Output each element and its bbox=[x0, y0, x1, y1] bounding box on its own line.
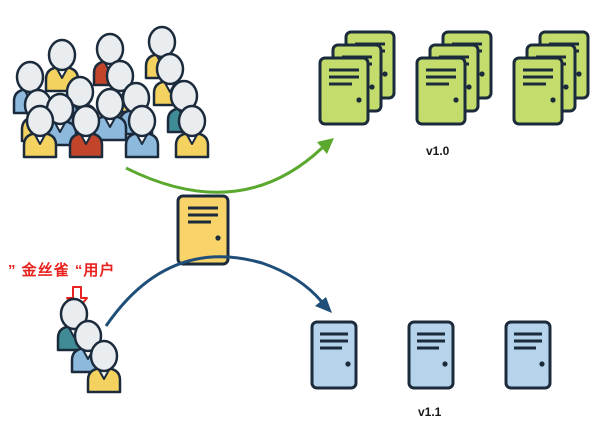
server-group-v1-1 bbox=[310, 320, 552, 390]
users-group-icon bbox=[56, 297, 122, 394]
server-icon bbox=[504, 320, 552, 390]
server-icon bbox=[310, 320, 358, 390]
server-icon bbox=[512, 30, 590, 126]
load-balancer-icon bbox=[176, 194, 230, 266]
version-label-v1-0: v1.0 bbox=[426, 144, 450, 158]
arrow-to-v1-0 bbox=[125, 138, 334, 194]
canary-users-label: ” 金丝雀 “用户 bbox=[8, 262, 116, 279]
arrow-to-v1-1 bbox=[104, 255, 332, 327]
server-icon bbox=[415, 30, 493, 126]
server-icon bbox=[407, 320, 455, 390]
server-icon bbox=[318, 30, 396, 126]
users-group-icon bbox=[12, 25, 210, 159]
version-label-v1-1: v1.1 bbox=[418, 405, 442, 419]
server-group-v1-0 bbox=[318, 30, 590, 126]
